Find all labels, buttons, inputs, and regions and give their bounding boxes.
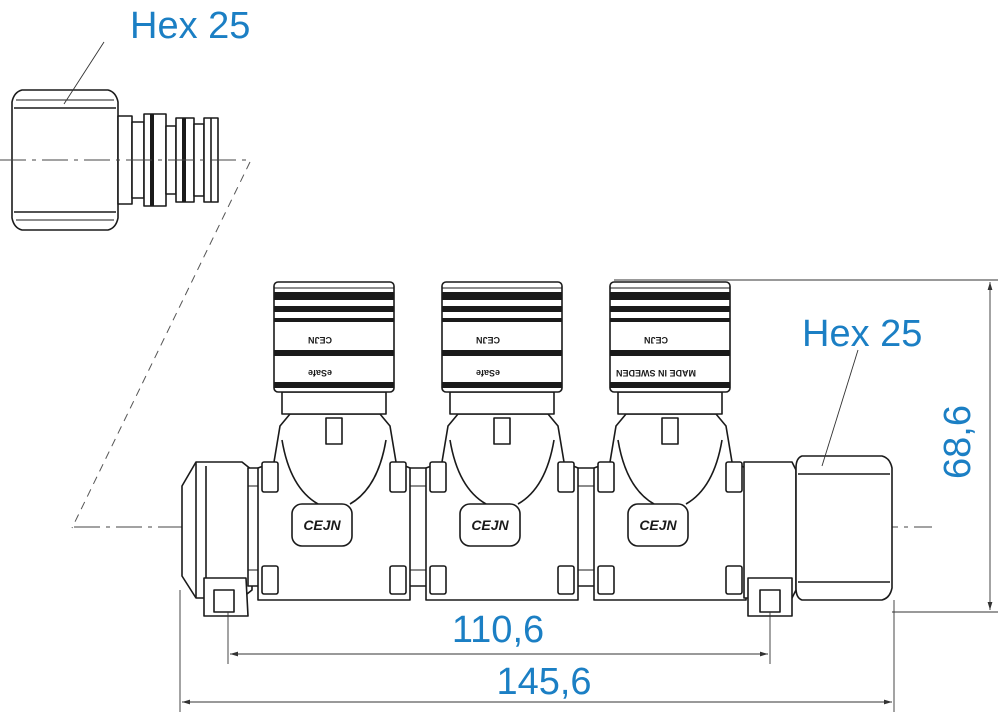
coupling-print-1: eSafe bbox=[308, 368, 332, 378]
hex-size-label-top: Hex 25 bbox=[130, 5, 250, 47]
hex-size-label-right: Hex 25 bbox=[802, 313, 922, 355]
overall-width-dimension-label: 145,6 bbox=[496, 661, 591, 703]
manifold-logo-2: CEJN bbox=[471, 517, 509, 533]
coupling-print-3: MADE IN SWEDEN bbox=[616, 368, 696, 378]
coupling-logo-1: CEJN bbox=[308, 335, 332, 345]
manifold-logo-3: CEJN bbox=[639, 517, 677, 533]
coupling-print-2: eSafe bbox=[476, 368, 500, 378]
manifold-front-view bbox=[74, 281, 932, 617]
height-dimension-label: 68,6 bbox=[937, 405, 979, 479]
coupling-logo-2: CEJN bbox=[476, 335, 500, 345]
inner-width-dimension-label: 110,6 bbox=[452, 609, 544, 651]
manifold-logo-1: CEJN bbox=[303, 517, 341, 533]
coupling-logo-3: CEJN bbox=[644, 335, 668, 345]
